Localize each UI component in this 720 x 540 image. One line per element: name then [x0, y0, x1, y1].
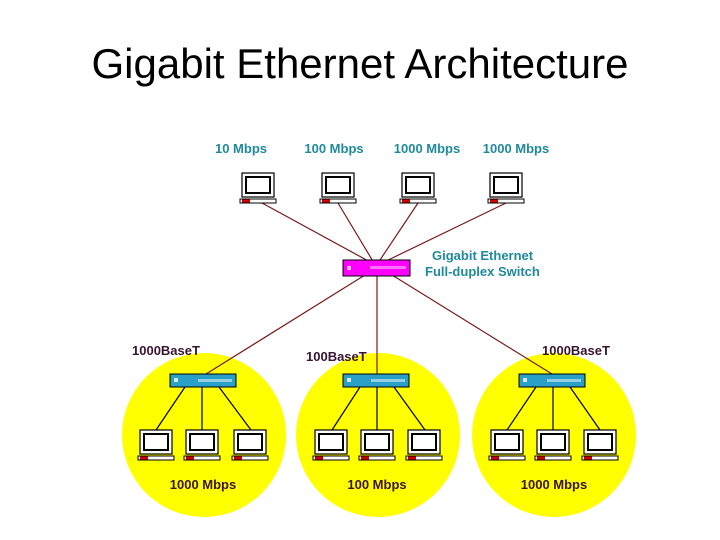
- hub-left: [169, 373, 237, 388]
- left-pc-2: [183, 429, 221, 461]
- top-speed-label-4: 1000 Mbps: [483, 141, 549, 156]
- top-pc-2: [319, 172, 357, 204]
- right-pc-2: [534, 429, 572, 461]
- top-pc-3: [399, 172, 437, 204]
- segment-speed-middle: 100 Mbps: [347, 477, 406, 492]
- link-label-middle: 100BaseT: [306, 349, 367, 364]
- hub-cables: [155, 386, 601, 431]
- segment-speed-left: 1000 Mbps: [170, 477, 236, 492]
- switch-label-line1: Gigabit Ethernet: [432, 248, 534, 263]
- top-speed-label-2: 100 Mbps: [304, 141, 363, 156]
- slide-title: Gigabit Ethernet Architecture: [91, 40, 629, 87]
- top-pc-1: [239, 172, 277, 204]
- link-label-right: 1000BaseT: [542, 343, 610, 358]
- top-cables: [261, 202, 507, 264]
- right-pc-1: [488, 429, 526, 461]
- left-pc-3: [231, 429, 269, 461]
- right-pc-3: [581, 429, 619, 461]
- main-switch: [342, 259, 411, 277]
- backbone-cables: [205, 274, 553, 375]
- hub-middle: [342, 373, 410, 388]
- hub-right: [518, 373, 586, 388]
- segment-speed-right: 1000 Mbps: [521, 477, 587, 492]
- left-pc-1: [137, 429, 175, 461]
- middle-pc-3: [405, 429, 443, 461]
- middle-pc-2: [358, 429, 396, 461]
- link-label-left: 1000BaseT: [132, 343, 200, 358]
- middle-pc-1: [312, 429, 350, 461]
- top-speed-label-1: 10 Mbps: [215, 141, 267, 156]
- top-pc-4: [487, 172, 525, 204]
- switch-label-line2: Full-duplex Switch: [425, 264, 540, 279]
- top-speed-label-3: 1000 Mbps: [394, 141, 460, 156]
